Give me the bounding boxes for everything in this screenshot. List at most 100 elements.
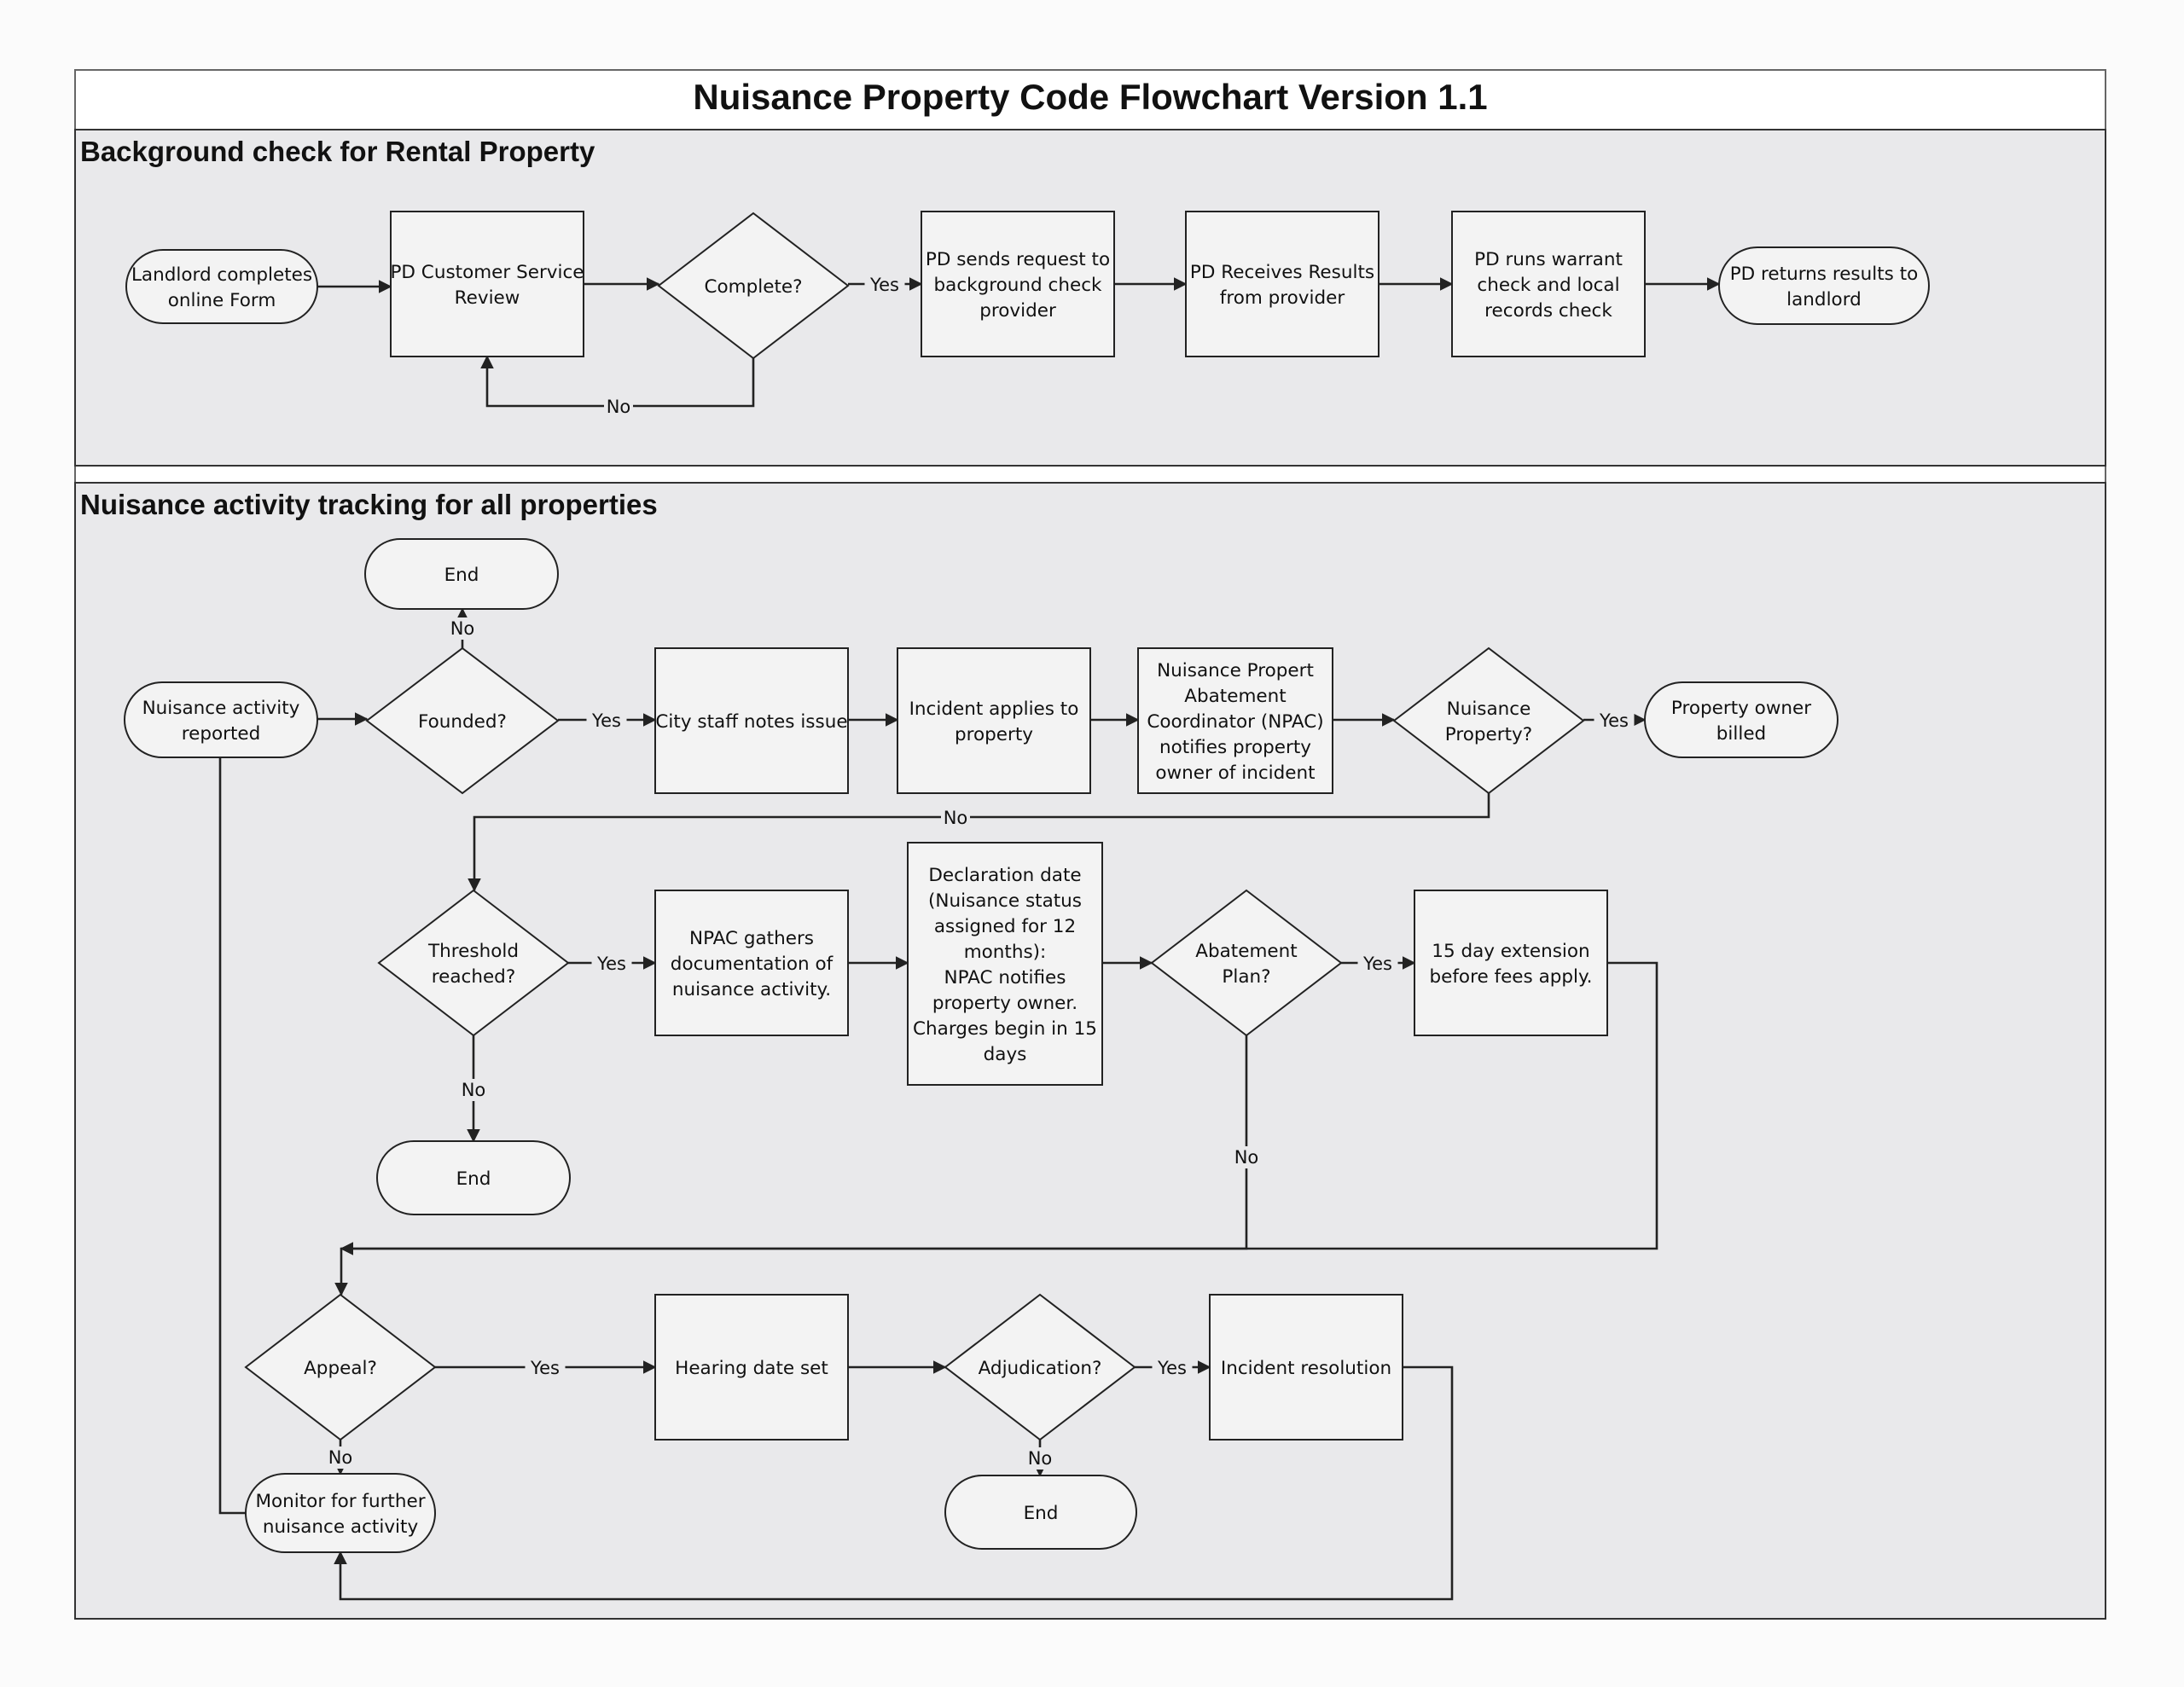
node-end-3: End (944, 1475, 1137, 1550)
node-label-line: PD runs warrant (1474, 249, 1623, 270)
node-label-line: End (444, 565, 479, 586)
node-label-line: assigned for 12 (934, 916, 1076, 937)
edge-label-background (941, 807, 970, 829)
process-box (1451, 211, 1646, 357)
node-label-line: from provider (1220, 287, 1345, 309)
edge-label-text: No (450, 618, 475, 639)
edge-label-background (1232, 1146, 1261, 1168)
node-label-line: Nuisance activity (142, 698, 300, 719)
process-box (654, 890, 849, 1036)
swimlane-title: Nuisance activity tracking for all prope… (80, 489, 658, 520)
node-label-line: billed (1716, 723, 1766, 745)
node-label-line: Declaration date (928, 865, 1081, 886)
process-box (654, 1294, 849, 1441)
edge-label-no: No (1025, 1447, 1054, 1470)
node-label-line: Abatement (1184, 686, 1286, 707)
edge-label-background (1152, 1357, 1193, 1379)
process-box (1209, 1294, 1403, 1441)
edge-label-text: Yes (596, 954, 626, 974)
edge-label-background (459, 1079, 488, 1101)
edge-label-text: Yes (869, 275, 899, 295)
node-label-line: PD sends request to (926, 249, 1110, 270)
node-label-line: documentation of (671, 954, 834, 975)
edge-label-yes: Yes (525, 1357, 566, 1379)
process-box (897, 647, 1091, 794)
edge-label-no: No (459, 1079, 488, 1101)
terminal-shape (1718, 246, 1930, 325)
node-resolution: Incident resolution (1209, 1294, 1403, 1441)
process-box (1137, 647, 1333, 794)
node-label-line: End (1024, 1503, 1059, 1524)
terminal-shape (376, 1140, 571, 1215)
node-declaration: Declaration date (Nuisance status assigned… (907, 842, 1103, 1086)
node-label-line: owner of incident (1155, 762, 1315, 784)
terminal-shape (364, 538, 559, 610)
node-label-line: Founded? (418, 711, 507, 733)
edge-label-background (448, 617, 477, 640)
terminal-shape (245, 1473, 436, 1553)
node-label-line: Threshold (427, 941, 519, 962)
node-appeal: Appeal? (244, 1293, 437, 1441)
edge-label-yes: Yes (586, 710, 627, 732)
edge-label-yes: Yes (1357, 953, 1398, 975)
process-box (921, 211, 1115, 357)
decision-diamond (944, 1293, 1136, 1441)
node-label-line: (Nuisance status (928, 890, 1082, 912)
edge-label-text: No (328, 1447, 353, 1468)
node-label-line: Incident applies to (909, 699, 1079, 720)
edge-label-background (864, 274, 905, 296)
edge-label-background (525, 1357, 566, 1379)
node-pd-request: PD sends request to background check provi… (921, 211, 1115, 357)
terminal-shape (1644, 681, 1838, 758)
edge-label-background (586, 710, 627, 732)
edge-label-text: Yes (530, 1358, 560, 1378)
node-label-line: Property owner (1671, 698, 1811, 719)
decision-diamond (365, 646, 560, 795)
node-label-line: background check (934, 275, 1102, 296)
node-label-line: Charges begin in 15 (913, 1018, 1097, 1040)
edge-label-text: Yes (591, 710, 621, 731)
edge-label-text: Yes (1157, 1358, 1187, 1378)
edge-label-background (1357, 953, 1398, 975)
process-box (1414, 890, 1608, 1036)
node-label-line: Adjudication? (979, 1358, 1102, 1379)
terminal-shape (944, 1475, 1137, 1550)
node-founded: Founded? (365, 646, 560, 795)
node-label-line: days (984, 1044, 1027, 1065)
node-label-line: Review (455, 287, 520, 309)
process-box (907, 842, 1103, 1086)
edge-label-background (1025, 1447, 1054, 1470)
node-label-line: property owner. (932, 993, 1077, 1014)
node-staff-notes: City staff notes issue (654, 647, 849, 794)
swimlane-title: Background check for Rental Property (80, 136, 595, 167)
edge-label-text: No (462, 1080, 486, 1100)
node-owner-billed: Property owner billed (1644, 681, 1838, 758)
edge-label-no: No (1232, 1146, 1261, 1168)
node-label-line: Monitor for further (255, 1491, 425, 1512)
node-label-line: Landlord completes (131, 264, 312, 286)
node-label-line: reported (182, 723, 261, 745)
node-label-line: records check (1484, 300, 1612, 322)
edge-label-text: No (1028, 1448, 1053, 1469)
node-end-2: End (376, 1140, 571, 1215)
node-label-line: Nuisance (1447, 699, 1531, 720)
edge-label-text: No (607, 397, 631, 417)
decision-diamond (244, 1293, 437, 1441)
node-label-line: Plan? (1222, 966, 1270, 988)
edge-label-text: No (944, 808, 968, 828)
node-adjudication: Adjudication? (944, 1293, 1136, 1441)
node-label-line: Coordinator (NPAC) (1147, 711, 1323, 733)
node-label-line: Appeal? (304, 1358, 377, 1379)
edge-label-background (326, 1446, 355, 1469)
node-label-line: provider (979, 300, 1056, 322)
node-label-line: Property? (1445, 724, 1532, 745)
